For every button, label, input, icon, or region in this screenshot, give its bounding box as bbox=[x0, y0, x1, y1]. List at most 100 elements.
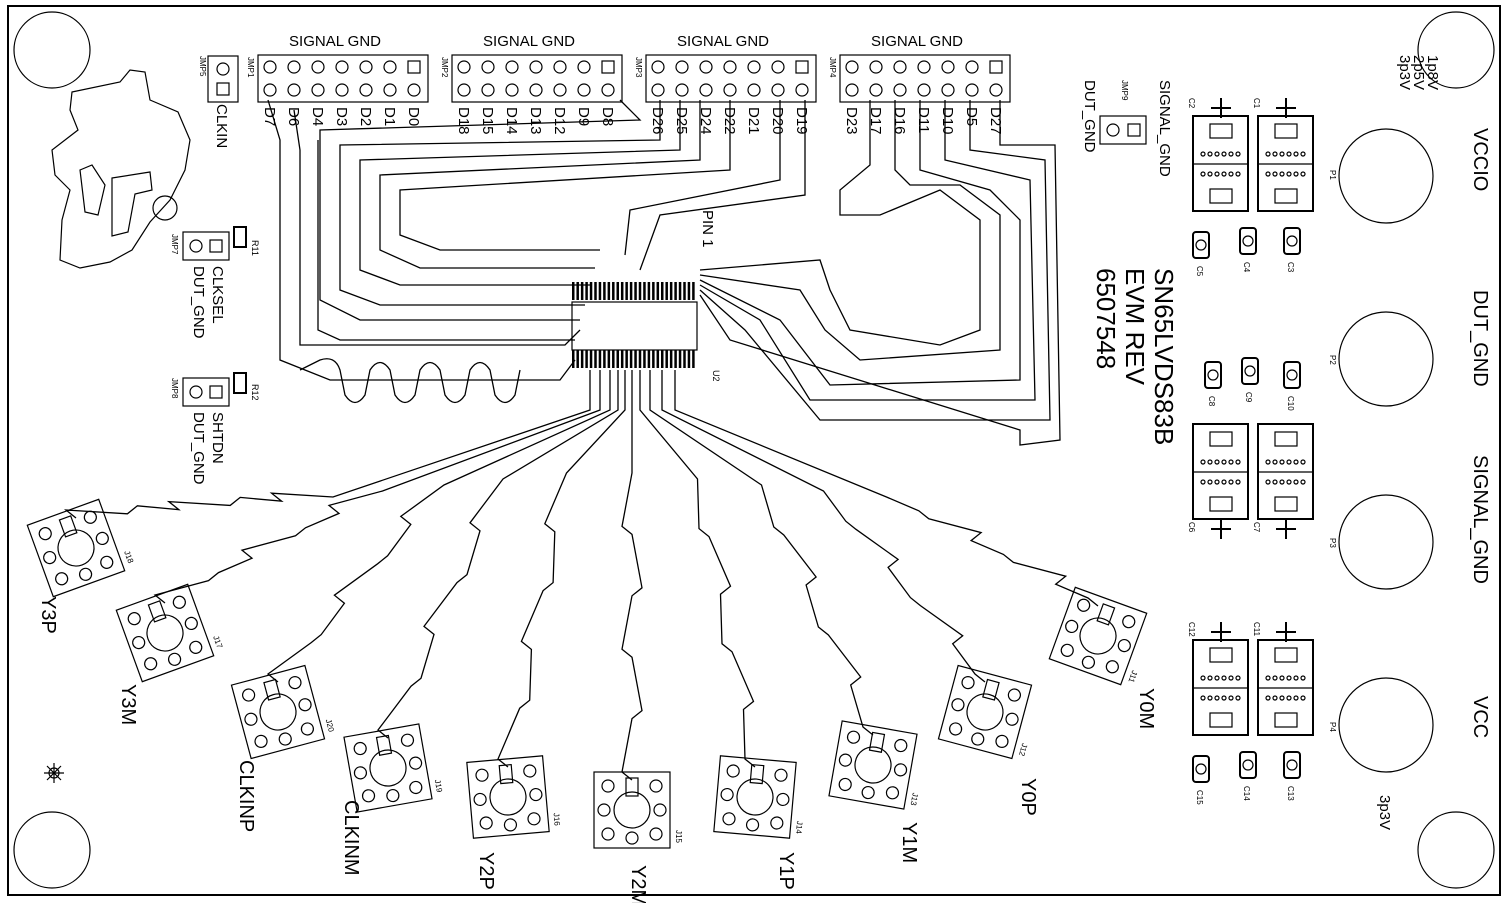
lvds-trace bbox=[377, 370, 619, 739]
ic-pin bbox=[572, 282, 575, 300]
capacitor-ref: C14 bbox=[1242, 786, 1251, 801]
header-pin-label: D6 bbox=[285, 107, 302, 126]
sma-ref: J18 bbox=[122, 549, 135, 565]
sma-connector-y1p: J14 bbox=[713, 755, 804, 839]
ic-pin1-label: PIN 1 bbox=[699, 210, 716, 248]
header-pin-label: D0 bbox=[405, 107, 422, 126]
p1-voltage-3p3: 3p3V bbox=[1396, 55, 1413, 90]
lvds-trace bbox=[497, 370, 626, 768]
p4-ref: P4 bbox=[1328, 722, 1337, 732]
ic-pin bbox=[687, 282, 691, 300]
header-pin-label: D10 bbox=[939, 107, 956, 135]
ic-pin bbox=[683, 350, 686, 368]
jmp7-ref: JMP7 bbox=[170, 234, 179, 255]
header-ref: JMP1 bbox=[246, 57, 255, 78]
mounting-holes bbox=[13, 11, 1495, 889]
header-ref: JMP3 bbox=[634, 57, 643, 78]
capacitor-ref: C8 bbox=[1207, 396, 1216, 407]
header-pin-label: D24 bbox=[697, 107, 714, 135]
ic-pin bbox=[607, 282, 611, 300]
header-pin-label: D13 bbox=[527, 107, 544, 135]
header-pin-label: D19 bbox=[793, 107, 810, 135]
header-label: SIGNAL GND bbox=[871, 33, 963, 50]
board-title-line2: EVM REV bbox=[1120, 268, 1150, 386]
sma-connector-clkinm: J19 bbox=[343, 723, 444, 813]
header-pin-label: D15 bbox=[479, 107, 496, 135]
capacitor-ref: C5 bbox=[1195, 266, 1204, 277]
sma-connector-y2m: J15 bbox=[593, 771, 683, 849]
sma-label: Y1M bbox=[898, 822, 920, 863]
jumper-jmp5: JMP5 CLKIN bbox=[198, 55, 239, 148]
ic-pin bbox=[683, 282, 686, 300]
lvds-trace bbox=[639, 370, 756, 768]
header-pin-label: D23 bbox=[843, 107, 860, 135]
ic-pin bbox=[647, 350, 651, 368]
sma-connector-y0p: J12 bbox=[937, 664, 1033, 760]
sma-label: Y2P bbox=[475, 852, 497, 890]
lvds-trace bbox=[621, 370, 643, 781]
lvds-trace bbox=[661, 370, 986, 683]
capacitor-c1: C1 bbox=[1252, 98, 1314, 212]
sma-ref: J19 bbox=[433, 779, 444, 794]
ic-pin bbox=[589, 282, 593, 300]
capacitor-ref: C11 bbox=[1252, 622, 1261, 637]
sma-connector-clkinp: J20 bbox=[230, 664, 336, 760]
ic-pin bbox=[620, 282, 624, 300]
p3-label: SIGNAL_GND bbox=[1469, 455, 1491, 584]
capacitor-ref: C2 bbox=[1187, 98, 1196, 109]
capacitor-ref: C7 bbox=[1252, 522, 1261, 533]
capacitor-c5: C5 bbox=[1192, 231, 1210, 277]
ic-pin bbox=[687, 350, 691, 368]
ic-pin bbox=[634, 282, 637, 300]
ic-pin bbox=[661, 350, 664, 368]
header-pin-label: D3 bbox=[333, 107, 350, 126]
p4-label: VCC bbox=[1469, 696, 1491, 738]
header-pin-label: D5 bbox=[963, 107, 980, 126]
sma-label: CLKINM bbox=[340, 800, 362, 876]
board-title-line1: SN65LVDS83B bbox=[1149, 268, 1179, 445]
capacitor-ref: C1 bbox=[1252, 98, 1261, 109]
jmp7-label-clksel: CLKSEL bbox=[209, 266, 226, 324]
ic-pin bbox=[674, 350, 677, 368]
p2-ref: P2 bbox=[1328, 355, 1337, 365]
jmp8-label-shtdn: SHTDN bbox=[209, 412, 226, 464]
lvds-trace bbox=[649, 370, 874, 736]
sma-ref: J13 bbox=[909, 792, 920, 807]
p3-ref: P3 bbox=[1328, 538, 1337, 548]
header-pin-label: D14 bbox=[503, 107, 520, 135]
ic-pin bbox=[585, 350, 588, 368]
p1-ref: P1 bbox=[1328, 170, 1337, 180]
ic-pin bbox=[594, 282, 597, 300]
capacitor-c7: C7 bbox=[1252, 423, 1314, 539]
sma-label: CLKINP bbox=[235, 760, 257, 832]
ti-logo bbox=[51, 69, 191, 269]
header-pin-label: D27 bbox=[987, 107, 1004, 135]
ic-pin bbox=[692, 350, 695, 368]
lvds-trace bbox=[674, 370, 1099, 607]
ic-pin bbox=[572, 350, 575, 368]
sma-label: Y3M bbox=[117, 684, 139, 725]
ic-pin bbox=[585, 282, 588, 300]
jmp9-label-dut-gnd: DUT_GND bbox=[1081, 80, 1098, 153]
capacitor-ref: C12 bbox=[1187, 622, 1196, 637]
digital-traces bbox=[267, 99, 1061, 446]
sma-connector-y0m: J11 bbox=[1048, 586, 1148, 686]
jmp9-label-signal-gnd: SIGNAL_GND bbox=[1156, 80, 1173, 177]
ic-pin bbox=[674, 282, 677, 300]
ic-pin bbox=[678, 282, 682, 300]
ground-serpentine bbox=[299, 358, 521, 404]
ic-pin bbox=[678, 350, 682, 368]
power-pad-p4 bbox=[1338, 677, 1434, 773]
header-pin-label: D12 bbox=[551, 107, 568, 135]
ic-pin bbox=[576, 350, 579, 368]
capacitor-ref: C6 bbox=[1187, 522, 1196, 533]
capacitor-c10: C10 bbox=[1283, 361, 1301, 411]
capacitor-ref: C13 bbox=[1286, 786, 1295, 801]
board-outline bbox=[7, 5, 1501, 896]
sma-connector-y3p: J18 bbox=[26, 498, 135, 598]
